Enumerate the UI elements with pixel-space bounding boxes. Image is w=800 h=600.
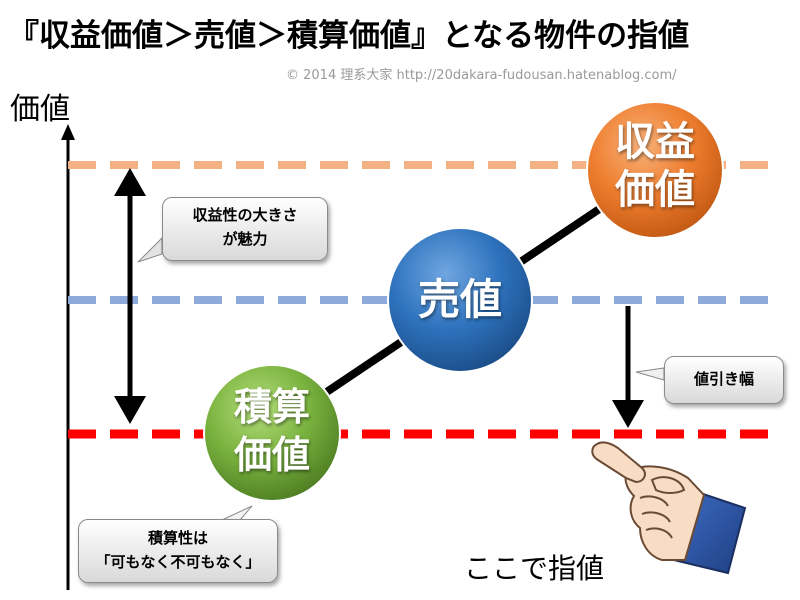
cumulative-value-label: 積算 価値 — [233, 385, 310, 477]
page-title: 『収益価値＞売値＞積算価値』となる物件の指値 — [8, 18, 690, 54]
axis-arrowhead — [61, 124, 75, 140]
cumulative-value-circle — [203, 364, 341, 502]
cumulative-quality-callout: 積算性は 「可もなく不可もなく」 — [78, 519, 278, 583]
sale-price-label: 売値 — [417, 275, 502, 324]
double-arrow-icon — [114, 168, 146, 424]
earning-value-circle — [586, 101, 724, 239]
earning-appeal-callout: 収益性の大きさ が魅力 — [162, 197, 328, 261]
down-arrow-icon — [612, 306, 644, 428]
bottom-caption: ここで指値 — [464, 552, 605, 585]
earning-value-label: 収益 価値 — [615, 119, 695, 213]
callout-tail — [221, 505, 253, 521]
discount-width-callout: 値引き幅 — [664, 356, 784, 404]
callout-tail — [635, 367, 665, 381]
callout-tail — [137, 236, 163, 263]
credit-text: © 2014 理系大家 http://20dakara-fudousan.hat… — [286, 68, 677, 83]
sale-price-circle — [387, 227, 533, 373]
pointing-hand-icon — [591, 441, 747, 575]
axis-label: 価値 — [10, 92, 70, 127]
